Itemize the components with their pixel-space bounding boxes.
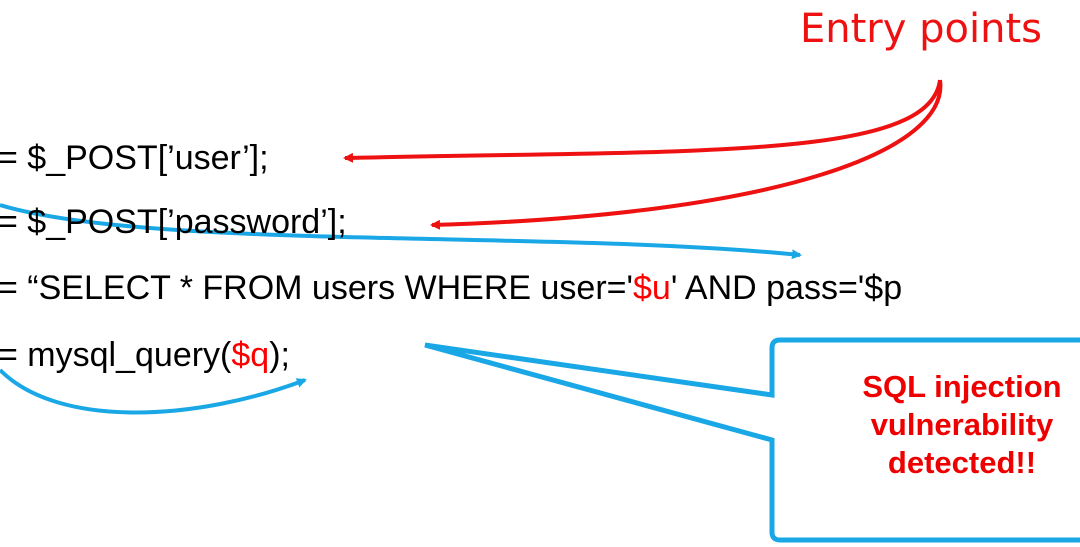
code-var-q: $q: [231, 336, 270, 374]
taint-arrow-to-q: [0, 368, 307, 415]
code-line-sql-prefix: = “SELECT * FROM users WHERE user=': [0, 269, 634, 307]
code-line-sql-query: = “SELECT * FROM users WHERE user='$u' A…: [0, 268, 902, 308]
code-var-u: $u: [633, 269, 671, 307]
code-line-mysql-query: = mysql_query($q);: [0, 335, 290, 375]
code-line-password-text: = $_POST[’password’];: [0, 203, 347, 241]
taint-arrow-to-u: [0, 203, 802, 260]
code-line-sql-middle: ' AND pass='$p: [670, 269, 903, 307]
callout-line-2: vulnerability: [870, 407, 1054, 442]
code-line-password-input: = $_POST[’password’];: [0, 202, 347, 242]
code-line-mysql-suffix: );: [269, 336, 290, 374]
callout-line-1: SQL injection: [862, 369, 1062, 404]
code-line-user-input: = $_POST[’user’];: [0, 138, 269, 178]
code-line-user-text: = $_POST[’user’];: [0, 139, 269, 177]
entry-arrow-user: [343, 79, 942, 163]
callout-text: SQL injection vulnerability detected!!: [812, 368, 1080, 482]
entry-arrow-password: [430, 79, 943, 230]
entry-points-label: Entry points: [800, 6, 1042, 52]
callout-line-3: detected!!: [887, 445, 1037, 480]
code-line-mysql-prefix: = mysql_query(: [0, 336, 232, 374]
callout-bubble: [424, 337, 1080, 543]
